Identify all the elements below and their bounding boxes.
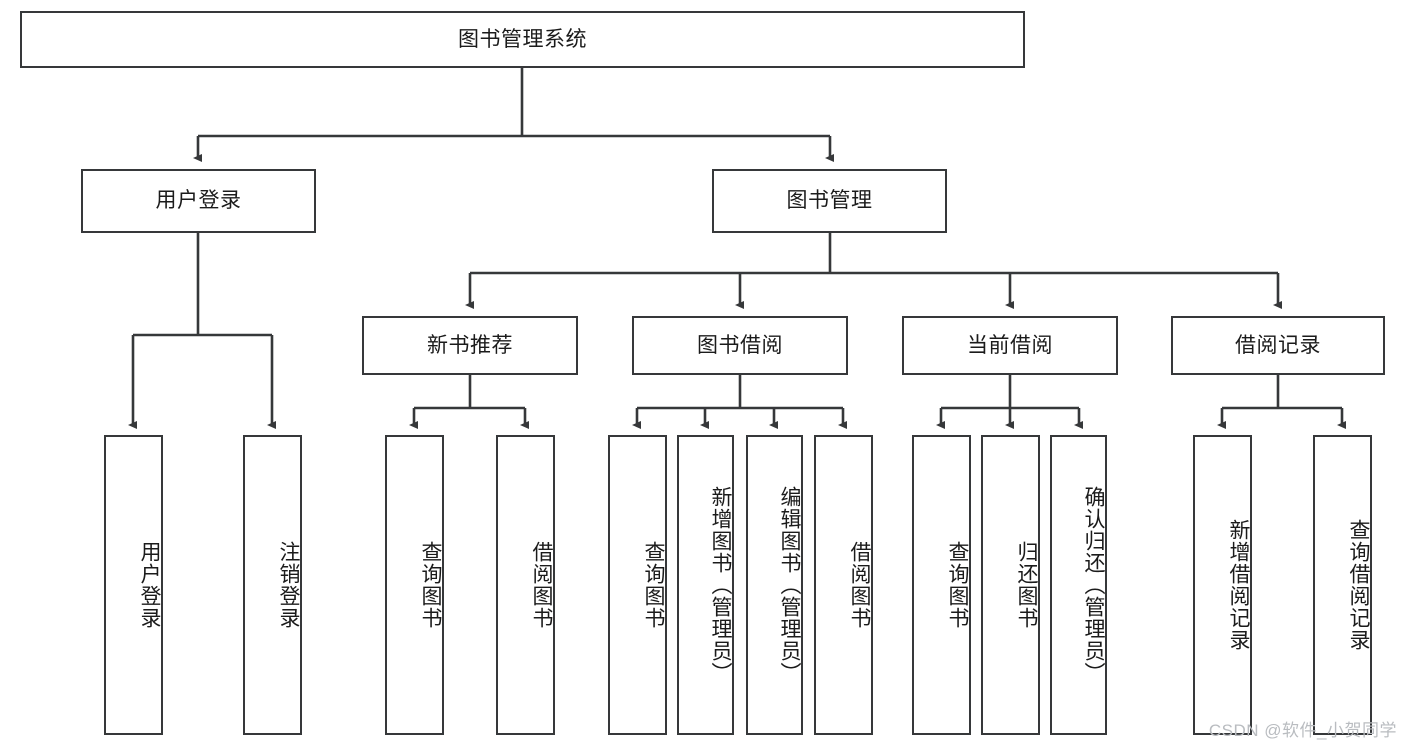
leaf-user-login-logout[interactable]: 注销登录 <box>243 435 302 735</box>
leaf-book-borrow-add-book-admin[interactable]: 新增图书（管理员） <box>677 435 734 735</box>
node-new-book-recommend[interactable]: 新书推荐 <box>362 316 578 375</box>
node-label: 借阅图书 <box>530 541 553 629</box>
node-borrow-record[interactable]: 借阅记录 <box>1171 316 1385 375</box>
node-label: 借阅记录 <box>1235 333 1321 357</box>
leaf-book-borrow-borrow-book[interactable]: 借阅图书 <box>814 435 873 735</box>
node-label: 图书借阅 <box>697 333 783 357</box>
watermark: CSDN @软件_小贺同学 <box>1208 721 1397 740</box>
leaf-book-borrow-query-book[interactable]: 查询图书 <box>608 435 667 735</box>
leaf-new-book-borrow-book[interactable]: 借阅图书 <box>496 435 555 735</box>
leaf-borrow-record-query-record[interactable]: 查询借阅记录 <box>1313 435 1372 735</box>
node-label: 图书管理系统 <box>458 27 587 51</box>
leaf-new-book-query-book[interactable]: 查询图书 <box>385 435 444 735</box>
node-book-borrow[interactable]: 图书借阅 <box>632 316 848 375</box>
node-label: 用户登录 <box>138 541 161 629</box>
node-current-borrow[interactable]: 当前借阅 <box>902 316 1118 375</box>
node-label: 确认归还（管理员） <box>1082 486 1105 684</box>
leaf-current-borrow-query-book[interactable]: 查询图书 <box>912 435 971 735</box>
leaf-borrow-record-add-record[interactable]: 新增借阅记录 <box>1193 435 1252 735</box>
node-label: 注销登录 <box>277 541 300 629</box>
node-label: 借阅图书 <box>848 541 871 629</box>
node-label: 查询图书 <box>419 541 442 629</box>
node-user-login[interactable]: 用户登录 <box>81 169 316 233</box>
leaf-current-borrow-confirm-return-admin[interactable]: 确认归还（管理员） <box>1050 435 1107 735</box>
node-label: 查询借阅记录 <box>1347 519 1370 651</box>
node-book-management[interactable]: 图书管理 <box>712 169 947 233</box>
node-label: 图书管理 <box>786 189 873 213</box>
node-label: 用户登录 <box>155 189 242 213</box>
node-label: 新书推荐 <box>427 333 513 357</box>
leaf-user-login-login[interactable]: 用户登录 <box>104 435 163 735</box>
node-label: 归还图书 <box>1015 541 1038 629</box>
node-label: 编辑图书（管理员） <box>778 486 801 684</box>
leaf-current-borrow-return-book[interactable]: 归还图书 <box>981 435 1040 735</box>
node-label: 查询图书 <box>642 541 665 629</box>
node-label: 新增借阅记录 <box>1227 519 1250 651</box>
node-label: 查询图书 <box>946 541 969 629</box>
leaf-book-borrow-edit-book-admin[interactable]: 编辑图书（管理员） <box>746 435 803 735</box>
node-root-book-management-system[interactable]: 图书管理系统 <box>20 11 1025 68</box>
node-label: 当前借阅 <box>967 333 1053 357</box>
node-label: 新增图书（管理员） <box>709 486 732 684</box>
